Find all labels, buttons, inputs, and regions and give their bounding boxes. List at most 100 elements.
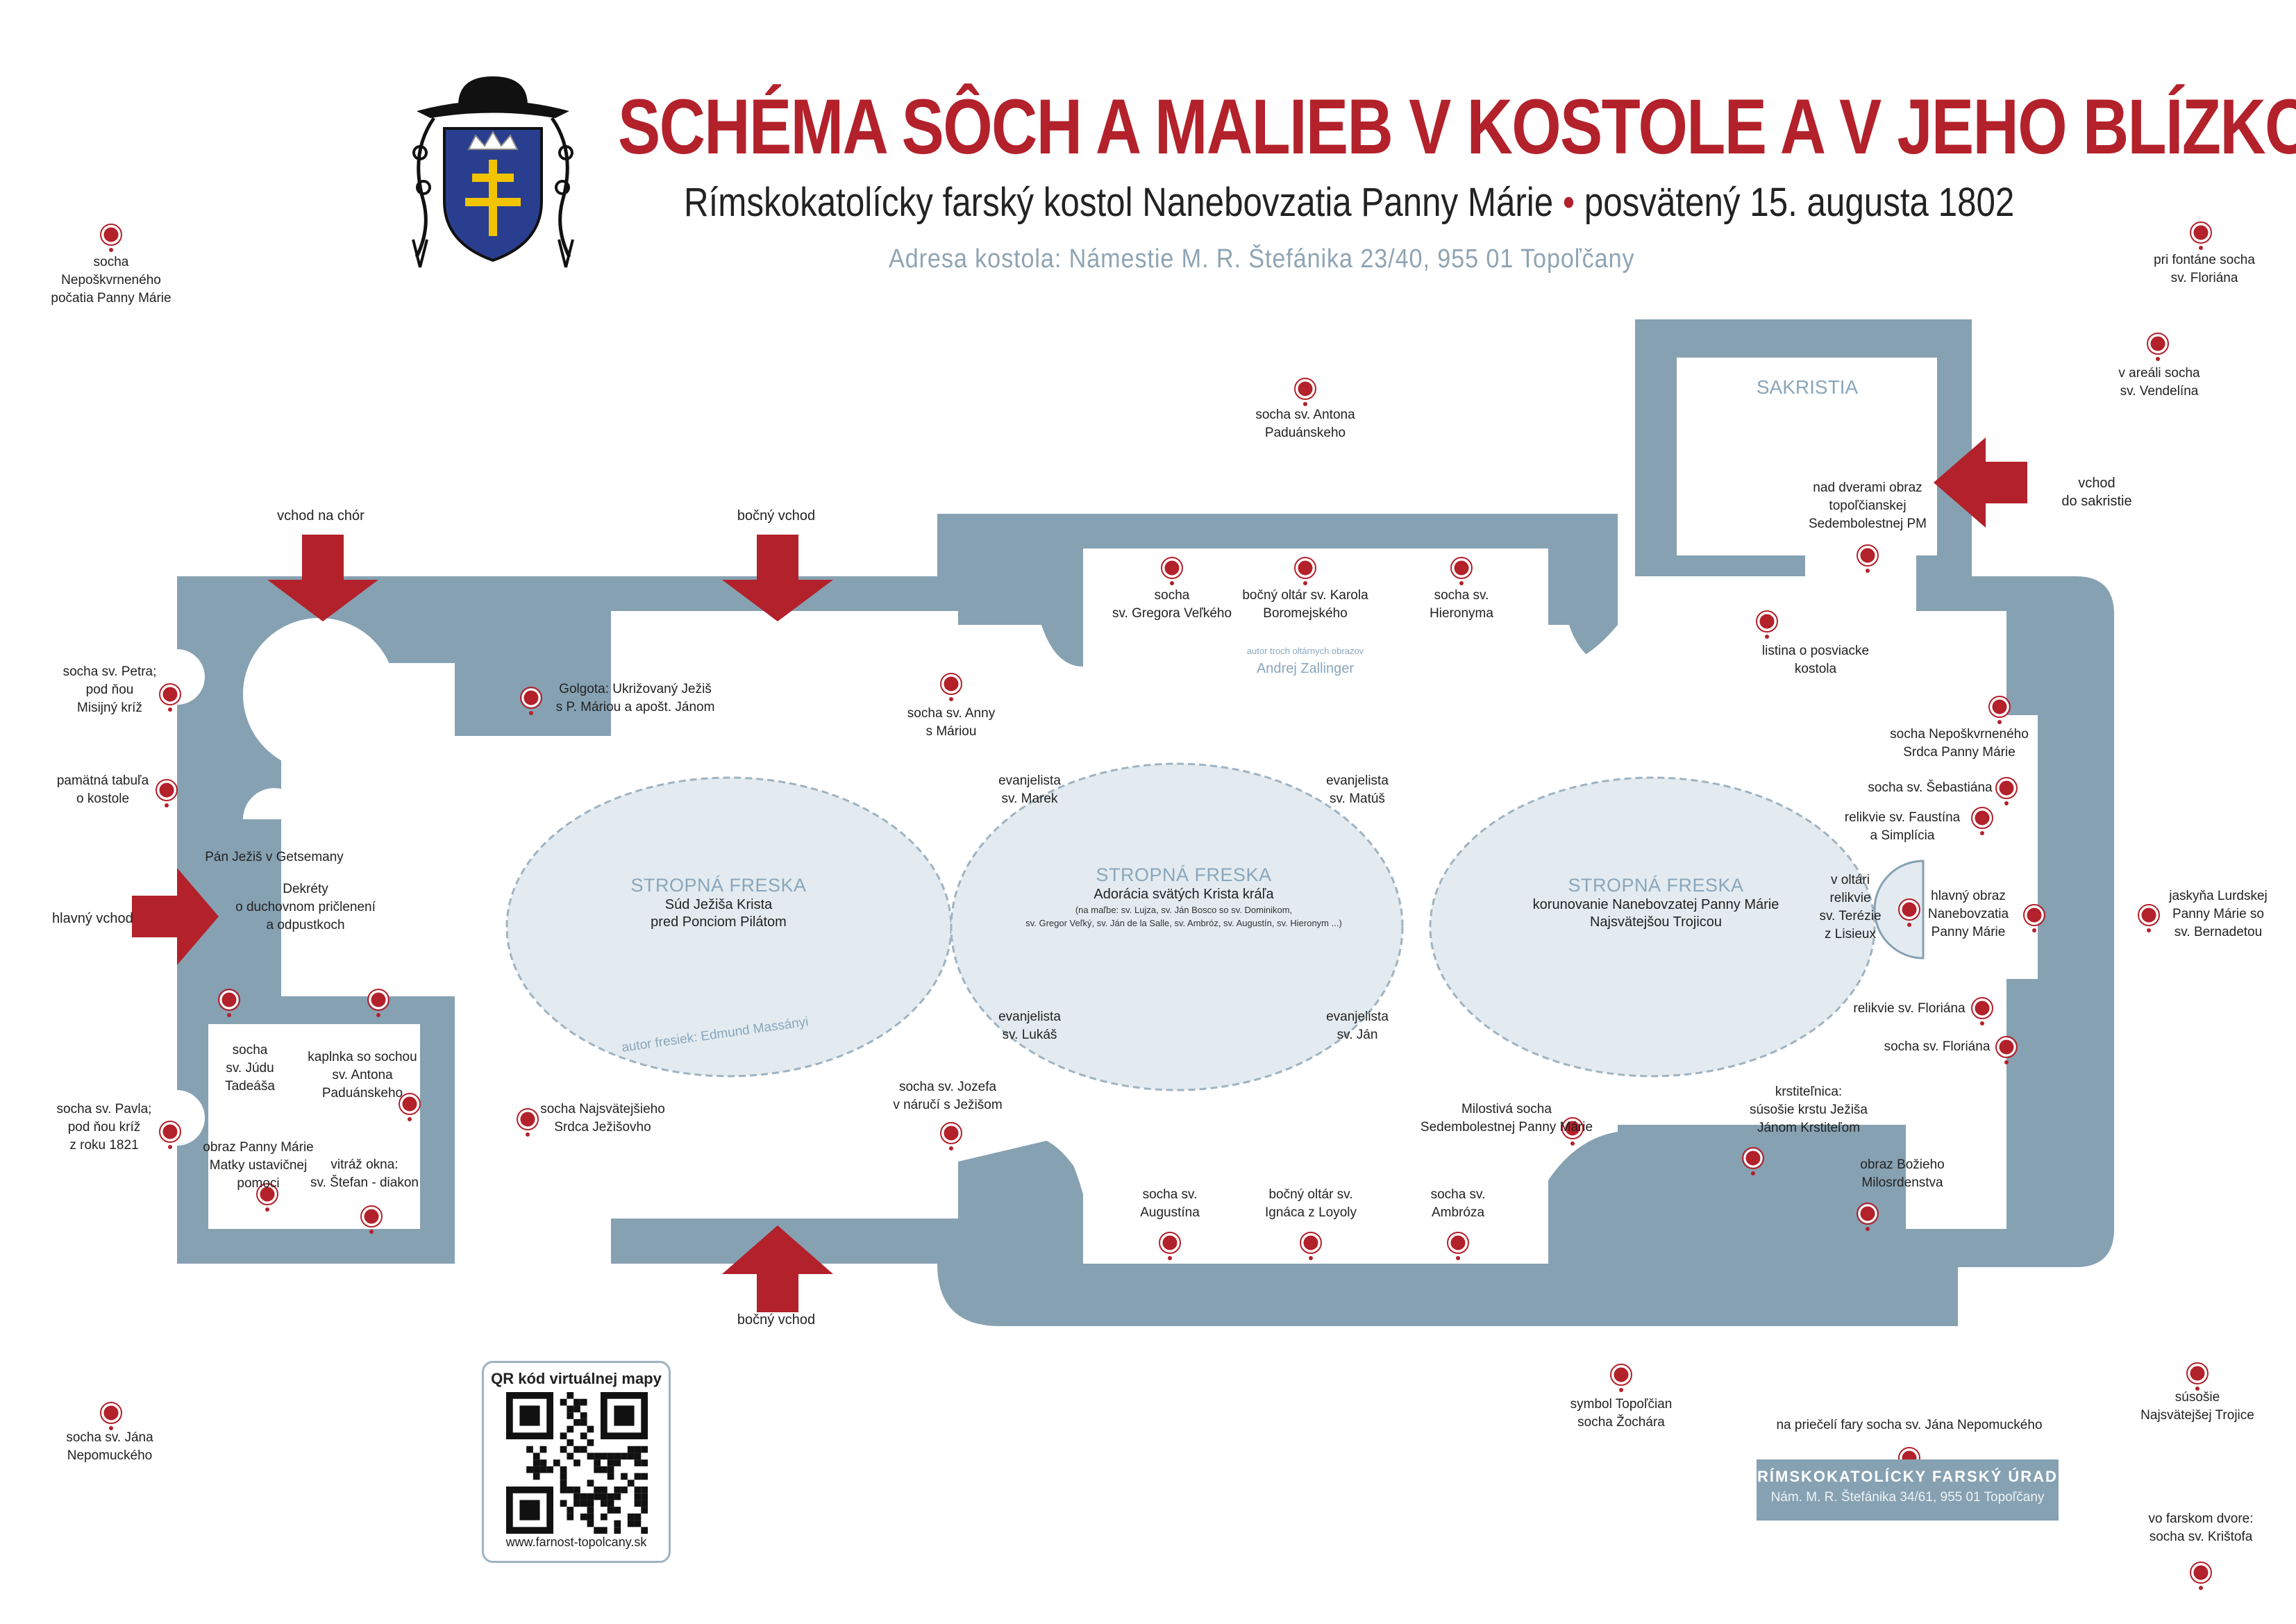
qr-code-icon[interactable] xyxy=(506,1392,648,1534)
location-pin xyxy=(1447,1232,1469,1260)
location-pin xyxy=(218,989,240,1017)
location-pin xyxy=(367,989,389,1017)
label-getsemany: Pán Ježiš v Getsemany xyxy=(205,850,344,864)
fresco-2-line1: Adorácia svätých Krista kráľa xyxy=(1093,887,1274,902)
location-pin xyxy=(940,673,962,701)
subtitle-date: posvätený 15. augusta 1802 xyxy=(1584,180,2015,225)
location-pin xyxy=(2190,221,2212,250)
subtitle-separator: • xyxy=(1562,180,1575,225)
label-peter: socha sv. Petra; pod ňou Misijný kríž xyxy=(62,664,157,715)
label-ignac: bočný oltár sv. Ignáca z Loyoly xyxy=(1264,1187,1357,1220)
fresco-1-line2: pred Ponciom Pilátom xyxy=(651,914,787,930)
tower-stair xyxy=(243,618,396,771)
location-pin xyxy=(1610,1364,1632,1392)
fresco-2: STROPNÁ FRESKA Adorácia svätých Krista k… xyxy=(1025,864,1342,930)
coat-of-arms-icon xyxy=(412,76,574,268)
label-golgota: Golgota: Ukrižovaný Ježiš s P. Máriou a … xyxy=(555,682,715,714)
fresco-oval-3 xyxy=(1429,776,1876,1078)
label-nepo-pocatia: socha Nepoškvrneného počatia Panny Márie xyxy=(51,255,171,305)
fresco-1-line1: Súd Ježiša Krista xyxy=(664,897,773,912)
office-address: Nám. M. R. Štefánika 34/61, 955 01 Topoľ… xyxy=(1770,1490,2045,1505)
location-pin xyxy=(940,1122,962,1150)
label-trojica: súsošie Najsvätejšej Trojice xyxy=(2140,1390,2254,1423)
location-pin xyxy=(1995,777,2018,805)
qr-url[interactable]: www.farnost-topolcany.sk xyxy=(505,1535,647,1549)
page-subtitle: Rímskokatolícky farský kostol Nanebovzat… xyxy=(684,179,2014,226)
altar-author-line1: autor troch oltárnych obrazov xyxy=(1246,646,1364,656)
label-evan-marek: evanjelista sv. Marek xyxy=(998,773,1061,806)
label-augustin: socha sv. Augustína xyxy=(1140,1187,1200,1220)
location-pin xyxy=(100,224,122,252)
label-srdca-jezis: socha Najsvätejšieho Srdca Ježišovho xyxy=(540,1102,665,1135)
arrow-side-bottom xyxy=(722,1225,833,1312)
label-matky: obraz Panny Márie Matky ustavičnej pomoc… xyxy=(203,1140,314,1191)
label-kristof: vo farskom dvore: socha sv. Krištofa xyxy=(2148,1512,2254,1544)
location-pin xyxy=(2186,1362,2209,1391)
location-pin xyxy=(1857,544,1879,573)
qr-box: QR kód virtuálnej mapy www.farnost-topol… xyxy=(482,1361,671,1563)
location-pin xyxy=(1561,1117,1584,1146)
label-entrance-main: hlavný vchod xyxy=(52,911,133,926)
location-pin xyxy=(1857,1203,1879,1231)
label-faustin: relikvie sv. Faustína a Simplícia xyxy=(1844,810,1961,843)
location-pin xyxy=(1300,1232,1322,1260)
label-florian-in: socha sv. Floriána xyxy=(1884,1039,1991,1054)
label-tabula: pamätná tabuľa o kostole xyxy=(56,773,149,806)
fresco-2-line3: sv. Gregor Veľký, sv. Ján de la Salle, s… xyxy=(1025,918,1342,928)
fresco-ovals xyxy=(505,762,1876,1091)
label-hlavny-obraz: hlavný obraz Nanebovzatia Panny Márie xyxy=(1927,889,2009,939)
arrow-choir xyxy=(267,535,378,621)
label-anna: socha sv. Anny s Máriou xyxy=(907,706,996,739)
location-pin xyxy=(2023,904,2045,932)
location-pin xyxy=(520,687,542,715)
label-relikvie-terezie: v oltári relikvie sv. Terézie z Lisieux xyxy=(1819,873,1882,941)
label-gregor: socha sv. Gregora Veľkého xyxy=(1112,588,1232,621)
header: SCHÉMA SÔCH A MALIEB V KOSTOLE A V JEHO … xyxy=(0,0,2296,292)
subtitle-church: Rímskokatolícky farský kostol Nanebovzat… xyxy=(684,180,1554,225)
location-pin xyxy=(1450,557,1473,585)
label-jan-nepo: socha sv. Jána Nepomuckého xyxy=(66,1430,153,1463)
qr-title: QR kód virtuálnej mapy xyxy=(491,1370,662,1387)
label-lurdy: jaskyňa Lurdskej Panny Márie so sv. Bern… xyxy=(2169,889,2268,939)
label-fara-nepo: na priečelí fary socha sv. Jána Nepomuck… xyxy=(1776,1418,2043,1432)
location-pin xyxy=(1971,807,1993,835)
label-vitraz: vitráž okna: sv. Štefan - diakon xyxy=(310,1157,419,1190)
parish-office-box: RÍMSKOKATOLÍCKY FARSKÝ ÚRAD Nám. M. R. Š… xyxy=(1757,1459,2059,1521)
location-pin xyxy=(156,779,178,807)
label-entrance-choir: vchod na chór xyxy=(277,508,364,524)
location-pin xyxy=(1294,378,1316,406)
label-anton-outside: socha sv. Antona Paduánskeho xyxy=(1255,408,1355,440)
location-pin xyxy=(1995,1036,2018,1064)
location-pin xyxy=(1294,557,1316,585)
location-pin xyxy=(2190,1562,2212,1590)
fresco-3-line1: korunovanie Nanebovzatej Panny Márie xyxy=(1532,897,1779,912)
church-address: Adresa kostola: Námestie M. R. Štefánika… xyxy=(889,244,1635,274)
location-pin xyxy=(517,1108,539,1137)
location-pin xyxy=(360,1205,383,1234)
label-listina: listina o posviacke kostola xyxy=(1761,644,1870,676)
fresco-2-line2: (na maľbe: sv. Lujza, sv. Ján Bosco so s… xyxy=(1075,905,1293,915)
location-pin xyxy=(1159,1232,1181,1260)
label-dekrety: Dekréty o duchovnom pričlenení a odpustk… xyxy=(235,882,376,932)
altar-author-line2: Andrej Zallinger xyxy=(1256,661,1355,676)
label-zochar: symbol Topoľčian socha Žochára xyxy=(1570,1397,1673,1430)
arrow-side-top xyxy=(722,535,833,621)
fresco-2-title: STROPNÁ FRESKA xyxy=(1096,864,1272,885)
fresco-1-title: STROPNÁ FRESKA xyxy=(630,875,807,896)
location-pin xyxy=(2147,333,2169,361)
sacristy-room xyxy=(1677,358,1937,555)
label-obraz-sedem-sacr: nad dverami obraz topoľčianskej Sedembol… xyxy=(1808,480,1927,531)
label-entrance-side-top: bočný vchod xyxy=(737,508,816,524)
page-title: SCHÉMA SÔCH A MALIEB V KOSTOLE A V JEHO … xyxy=(618,83,2296,170)
label-hieronym: socha sv. Hieronyma xyxy=(1430,588,1493,621)
label-milostiva: Milostivá socha Sedembolestnej Panny Már… xyxy=(1420,1102,1593,1135)
location-pin xyxy=(100,1402,122,1430)
label-evan-matus: evanjelista sv. Matúš xyxy=(1326,773,1389,806)
label-vendelin: v areáli socha sv. Vendelína xyxy=(2118,366,2200,399)
arrow-main xyxy=(132,868,219,965)
label-nepo-srdca: socha Nepoškvrneného Srdca Panny Márie xyxy=(1890,727,2029,760)
label-karol: bočný oltár sv. Karola Boromejského xyxy=(1242,588,1368,621)
location-pins xyxy=(100,221,2212,1590)
label-pavol: socha sv. Pavla; pod ňou kríž z roku 182… xyxy=(56,1102,152,1153)
